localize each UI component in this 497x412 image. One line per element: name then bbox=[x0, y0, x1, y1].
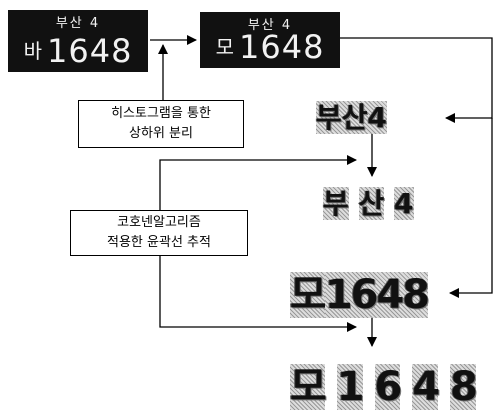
processed-plate-top: 부산 4 bbox=[247, 18, 293, 33]
upper-region-segment: 부산4 bbox=[316, 96, 388, 136]
original-plate-digits: 1648 bbox=[46, 32, 133, 70]
histogram-line-1: 히스토그램을 통한 bbox=[111, 106, 211, 121]
upper-split-char-3: 4 bbox=[394, 187, 414, 220]
lower-split-char-2: 1 bbox=[336, 364, 365, 410]
contour-line-2: 적용한 윤곽선 추적 bbox=[107, 235, 211, 250]
upper-region-text: 부산4 bbox=[316, 101, 388, 134]
original-plate-top: 부산 4 bbox=[55, 16, 101, 31]
original-plate-kr: 바 bbox=[23, 39, 43, 63]
processed-plate-kr: 모 bbox=[215, 35, 235, 59]
histogram-line-2: 상하위 분리 bbox=[129, 126, 193, 141]
lower-split-char-5: 8 bbox=[450, 364, 478, 410]
processed-plate-digits: 1648 bbox=[238, 28, 325, 66]
lower-split-char-4: 4 bbox=[412, 364, 440, 410]
upper-split-char-2: 산 bbox=[358, 187, 385, 220]
lower-split-segments: 모 1 6 4 8 bbox=[290, 354, 478, 412]
lower-region-kr: 모 bbox=[290, 272, 327, 318]
upper-split-segments: 부 산 4 bbox=[323, 182, 414, 222]
upper-split-char-1: 부 bbox=[323, 187, 349, 220]
lower-split-char-3: 6 bbox=[374, 364, 402, 410]
kohonen-contour-box: 코호넨알고리즘 적용한 윤곽선 추적 bbox=[70, 210, 248, 256]
lower-split-char-1: 모 bbox=[290, 364, 327, 410]
lower-region-digits: 1648 bbox=[324, 272, 430, 318]
contour-line-1: 코호넨알고리즘 bbox=[117, 215, 201, 230]
histogram-separation-box: 히스토그램을 통한 상하위 분리 bbox=[78, 100, 244, 148]
lower-region-segment: 모1648 bbox=[290, 262, 430, 320]
